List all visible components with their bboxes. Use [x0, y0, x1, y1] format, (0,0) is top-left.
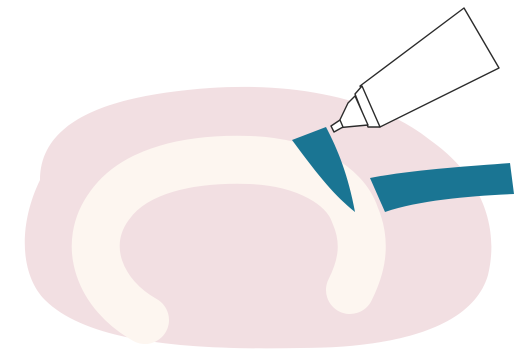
tube-body [360, 8, 499, 127]
glue-tube-icon [331, 8, 499, 132]
